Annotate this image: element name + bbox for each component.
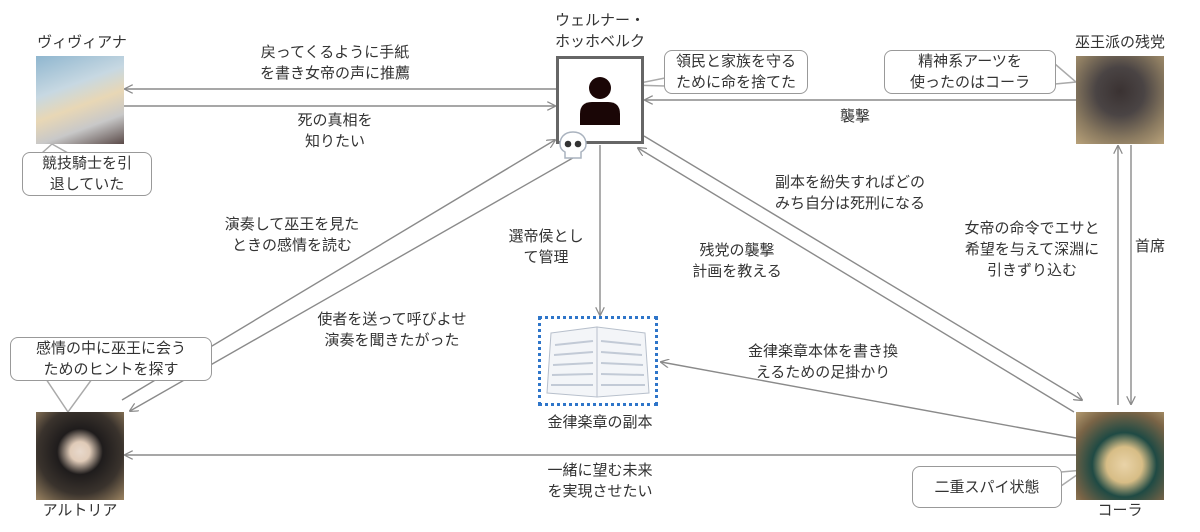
label-remnants-to-cora: 首席: [1134, 237, 1166, 255]
note-line: 二重スパイ状態: [934, 477, 1040, 496]
edge-werner-to-cora: [643, 135, 1082, 400]
person-icon: [580, 77, 620, 125]
label-line: 金律楽章本体を書き換: [747, 342, 899, 360]
label-line: を実現させたい: [547, 482, 653, 500]
label-line: 女帝の命令でエサと: [964, 219, 1100, 237]
label-werner-to-score: 選帝侯とし て管理: [508, 226, 583, 268]
label-line: ときの感情を読む: [231, 236, 352, 254]
label-vivianna-to-werner: 死の真相を 知りたい: [297, 110, 372, 152]
vivianna-name: ヴィヴィアナ: [37, 33, 127, 51]
note-line: 競技騎士を引: [41, 154, 132, 172]
werner-note: 領民と家族を守る ために命を捨てた: [664, 50, 808, 94]
label-line: 死の真相を: [297, 111, 373, 129]
skull-icon: [559, 131, 587, 159]
note-line: 感情の中に巫王に会う: [35, 339, 186, 357]
label-werner-to-artoria: 使者を送って呼びよせ 演奏を聞きたがった: [317, 309, 466, 351]
label-line: 戻ってくるように手紙: [260, 43, 410, 61]
note-line: ためのヒントを探す: [43, 360, 179, 378]
vivianna-note: 競技騎士を引 退していた: [22, 152, 152, 196]
score-box: [538, 316, 658, 406]
vivianna-portrait: [36, 56, 124, 144]
label-cora-to-remnants: 女帝の命令でエサと 希望を与えて深淵に 引きずり込む: [964, 218, 1100, 281]
cora-note: 二重スパイ状態: [912, 466, 1062, 508]
label-werner-to-cora: 副本を紛失すればどの みち自分は死刑になる: [775, 172, 925, 214]
edge-cora-to-werner: [638, 148, 1075, 413]
werner-name: ウェルナー・ ホッホベルク: [555, 10, 645, 52]
werner-portrait: [556, 56, 644, 144]
label-line: 希望を与えて深淵に: [964, 240, 1100, 258]
note-line: 退していた: [49, 175, 125, 193]
remnants-note: 精神系アーツを 使ったのはコーラ: [884, 50, 1056, 94]
label-line: 引きずり込む: [986, 261, 1078, 279]
note-line: 領民と家族を守る: [675, 52, 796, 70]
label-cora-to-werner: 残党の襲撃 計画を教える: [692, 240, 782, 282]
name-line: ウェルナー・: [554, 11, 646, 29]
label-line: みち自分は死刑になる: [774, 194, 926, 212]
callout-tail-artoria: [45, 378, 93, 414]
artoria-portrait: [36, 412, 124, 500]
label-line: 知りたい: [304, 132, 366, 150]
note-line: 精神系アーツを: [918, 52, 1022, 70]
remnants-name: 巫王派の残党: [1074, 33, 1166, 51]
label-line: えるための足掛かり: [755, 363, 891, 381]
callout-tail-vivianna: [41, 143, 69, 154]
label-remnants-to-werner: 襲撃: [839, 107, 871, 125]
label-line: を書き女帝の声に推薦: [259, 64, 411, 82]
label-line: 残党の襲撃: [699, 241, 775, 259]
label-cora-to-score: 金律楽章本体を書き換 えるための足掛かり: [748, 341, 898, 383]
label-line: 副本を紛失すればどの: [774, 173, 926, 191]
label-line: 演奏を聞きたがった: [324, 331, 460, 349]
label-line: 演奏して巫王を見た: [224, 215, 360, 233]
label-line: 使者を送って呼びよせ: [317, 310, 467, 328]
cora-portrait: [1076, 412, 1164, 500]
cora-name: コーラ: [1097, 501, 1143, 519]
note-line: 使ったのはコーラ: [909, 73, 1030, 91]
label-line: て管理: [523, 248, 569, 266]
remnants-portrait: [1076, 56, 1164, 144]
note-line: ために命を捨てた: [675, 73, 796, 91]
artoria-note: 感情の中に巫王に会う ためのヒントを探す: [10, 337, 212, 381]
name-line: ホッホベルク: [554, 32, 646, 50]
label-artoria-to-werner: 演奏して巫王を見た ときの感情を読む: [225, 214, 360, 256]
label-line: 一緒に望む未来: [547, 461, 653, 479]
label-line: 選帝侯とし: [508, 227, 584, 245]
sheet-music-icon: [546, 326, 650, 398]
label-cora-to-artoria: 一緒に望む未来 を実現させたい: [547, 460, 652, 502]
edge-cora-to-score: [661, 362, 1077, 439]
callout-tail-remnants: [1054, 63, 1078, 85]
label-werner-to-vivianna: 戻ってくるように手紙 を書き女帝の声に推薦: [260, 42, 410, 84]
label-line: 計画を教える: [692, 262, 782, 280]
score-name: 金律楽章の副本: [547, 413, 653, 431]
artoria-name: アルトリア: [42, 501, 118, 519]
